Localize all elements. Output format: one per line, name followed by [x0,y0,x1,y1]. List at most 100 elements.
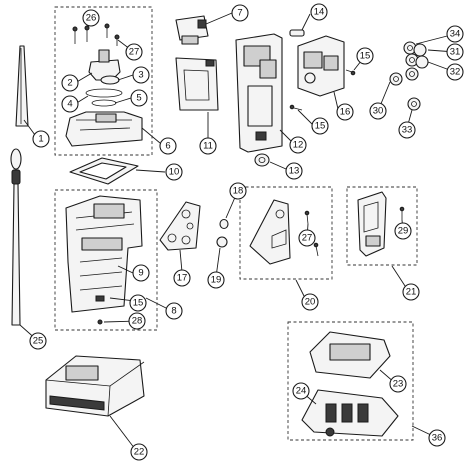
svg-text:5: 5 [136,93,141,104]
callout-3: 3 [132,66,150,84]
callout-36: 36 [428,429,446,447]
callout-20: 20 [301,293,319,311]
svg-text:20: 20 [305,297,316,308]
part-16-block [289,35,356,111]
callout-10: 10 [165,163,183,181]
callout-7: 7 [231,4,249,22]
part-17-bracket [159,201,201,251]
callout-24: 24 [292,382,310,400]
callout-1: 1 [32,130,50,148]
part-25-lanyard [10,148,22,326]
part-13-ring [254,153,270,167]
frame-group-21 [346,186,418,266]
part-14-pin [289,29,305,37]
group-21-clip [357,191,405,257]
svg-text:23: 23 [393,379,404,390]
svg-text:29: 29 [398,226,409,237]
callout-33: 33 [398,121,416,139]
callout-15-low: 15 [129,294,147,312]
part-19-ring [216,236,228,248]
callout-11: 11 [199,137,217,155]
callout-23: 23 [389,375,407,393]
svg-text:3: 3 [138,70,143,81]
svg-text:22: 22 [134,447,145,458]
svg-text:2: 2 [67,78,72,89]
svg-text:15: 15 [133,298,144,309]
callout-14: 14 [310,3,328,21]
callout-17: 17 [173,269,191,287]
svg-text:24: 24 [296,386,307,397]
callout-4: 4 [61,95,79,113]
svg-text:27: 27 [302,233,313,244]
callout-2: 2 [61,74,79,92]
svg-text:26: 26 [86,13,97,24]
svg-text:19: 19 [211,275,222,286]
svg-text:11: 11 [203,141,213,152]
svg-text:10: 10 [169,167,180,178]
svg-text:4: 4 [67,99,72,110]
frame-group-20 [239,186,333,280]
callout-5: 5 [130,89,148,107]
callout-29: 29 [394,222,412,240]
svg-text:32: 32 [450,67,461,78]
callout-6: 6 [159,137,177,155]
part-10-gasket [69,157,139,185]
callout-27-top: 27 [125,43,143,61]
group-frames [54,6,418,441]
svg-text:21: 21 [406,287,417,298]
svg-text:9: 9 [138,268,143,279]
svg-text:34: 34 [450,29,461,40]
callout-22: 22 [130,443,148,461]
part-7-connector [175,15,209,45]
group-6-parts [65,23,143,147]
svg-text:15: 15 [360,51,371,62]
callout-26: 26 [82,9,100,27]
svg-text:27: 27 [129,47,140,58]
callout-30: 30 [369,102,387,120]
svg-text:25: 25 [33,336,44,347]
callout-15-mid: 15 [311,117,329,135]
callout-25: 25 [29,332,47,350]
callout-31: 31 [446,43,464,61]
callout-8: 8 [165,302,183,320]
svg-text:8: 8 [171,306,176,317]
svg-text:12: 12 [293,140,304,151]
part-12-board [235,33,283,153]
frame-group-6 [54,6,153,156]
group-20-parts [249,199,319,265]
callout-13: 13 [285,162,303,180]
callout-12: 12 [289,136,307,154]
callout-9: 9 [132,264,150,282]
callout-21: 21 [402,283,420,301]
svg-text:16: 16 [340,107,351,118]
callout-34: 34 [446,25,464,43]
callout-32: 32 [446,63,464,81]
svg-text:31: 31 [450,47,461,58]
frame-group-8 [54,189,158,331]
part-22-battery [45,355,145,417]
callout-18: 18 [229,182,247,200]
svg-text:28: 28 [132,316,143,327]
svg-text:30: 30 [373,106,384,117]
callout-27-right: 27 [298,229,316,247]
part-1-antenna [15,45,29,127]
frame-group-36 [287,321,414,441]
rollers-30-34 [389,41,429,111]
svg-text:14: 14 [314,7,325,18]
svg-text:7: 7 [237,8,242,19]
svg-text:36: 36 [432,433,443,444]
svg-text:33: 33 [402,125,413,136]
callout-15-top: 15 [356,47,374,65]
part-18-ring [219,218,229,230]
svg-text:13: 13 [289,166,300,177]
svg-text:15: 15 [315,121,326,132]
group-36-parts [301,331,399,437]
svg-text:18: 18 [233,186,244,197]
svg-text:1: 1 [38,134,43,145]
callout-28: 28 [128,312,146,330]
svg-text:17: 17 [177,273,188,284]
group-8-housing [65,195,143,325]
callout-16: 16 [336,103,354,121]
callout-19: 19 [207,271,225,289]
